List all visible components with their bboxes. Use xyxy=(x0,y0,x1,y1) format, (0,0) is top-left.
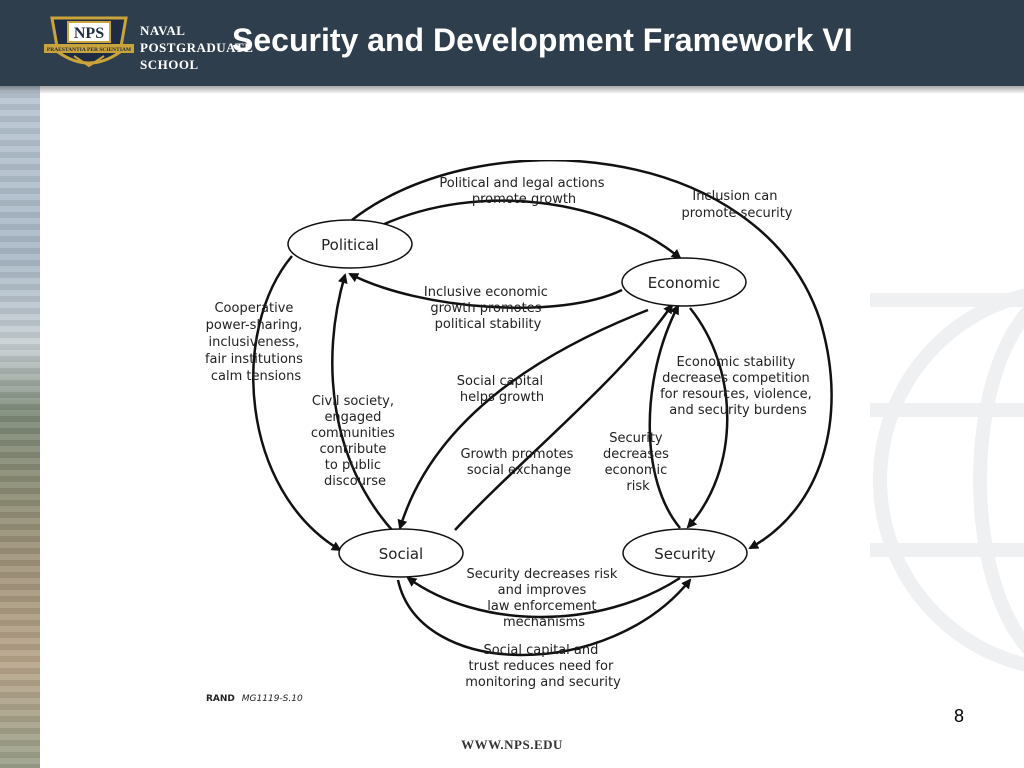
arrow-economic-to-social xyxy=(397,308,649,530)
label-political-legal-actions: Political and legal actions promote grow… xyxy=(439,176,608,207)
label-cooperative-power-sharing: Cooperative power-sharing, inclusiveness… xyxy=(205,301,307,384)
slide-title: Security and Development Framework VI xyxy=(232,22,853,58)
arrow-economic-to-security xyxy=(686,307,729,529)
node-social: Social xyxy=(338,528,464,578)
arrow-economic-to-political xyxy=(348,272,623,309)
arrow-social-to-security xyxy=(396,578,692,657)
school-name: NAVAL POSTGRADUATE SCHOOL xyxy=(140,22,253,73)
school-name-line-3: SCHOOL xyxy=(140,57,199,72)
label-economic-stability: Economic stability decreases competition… xyxy=(660,355,816,418)
node-economic: Economic xyxy=(621,257,747,307)
label-social-capital-trust: Social capital and trust reduces need fo… xyxy=(465,643,621,690)
security-development-diagram: Political Economic Social Security Polit… xyxy=(205,160,833,704)
label-inclusion-security: Inclusion can promote security xyxy=(681,189,792,221)
school-name-line-2: POSTGRADUATE xyxy=(140,40,254,55)
arrow-political-to-social xyxy=(252,255,342,552)
arrow-political-to-economic xyxy=(379,199,682,260)
page-number: 8 xyxy=(953,706,964,726)
label-inclusive-growth: Inclusive economic growth promotes polit… xyxy=(424,285,552,332)
label-civil-society: Civil society, engaged communities contr… xyxy=(311,394,399,489)
campus-photo-strip xyxy=(0,86,40,768)
node-security: Security xyxy=(622,528,748,578)
header-shadow xyxy=(0,86,1024,94)
label-security-decreases-risk: Security decreases risk and improves law… xyxy=(466,567,621,630)
globe-watermark xyxy=(870,288,1024,672)
arrow-security-to-economic xyxy=(648,304,681,529)
svg-text:PRAESTANTIA PER SCIENTIAM: PRAESTANTIA PER SCIENTIAM xyxy=(47,47,132,53)
label-security-economic-risk: Security decreases economic risk xyxy=(603,431,673,494)
slide-header: NPS PRAESTANTIA PER SCIENTIAM NAVAL POST… xyxy=(0,0,1024,86)
svg-text:NPS: NPS xyxy=(74,25,104,42)
label-growth-social-exchange: Growth promotes social exchange xyxy=(460,447,577,478)
school-name-line-1: NAVAL xyxy=(140,23,186,38)
svg-text:Economic: Economic xyxy=(648,274,721,292)
svg-text:Security: Security xyxy=(654,545,716,563)
arrow-social-to-political xyxy=(331,273,393,531)
footer-url: WWW.NPS.EDU xyxy=(461,737,563,752)
nps-crest-logo: NPS PRAESTANTIA PER SCIENTIAM xyxy=(44,16,134,68)
arrow-political-to-security xyxy=(351,160,833,550)
source-citation: RAND MG1119-S.10 xyxy=(206,694,303,704)
svg-text:Political: Political xyxy=(321,236,379,254)
node-political: Political xyxy=(287,219,413,269)
svg-text:Social: Social xyxy=(379,545,423,563)
arrow-security-to-social xyxy=(406,576,681,619)
label-social-capital-growth: Social capital helps growth xyxy=(457,374,547,405)
arrow-social-to-economic xyxy=(454,303,674,531)
